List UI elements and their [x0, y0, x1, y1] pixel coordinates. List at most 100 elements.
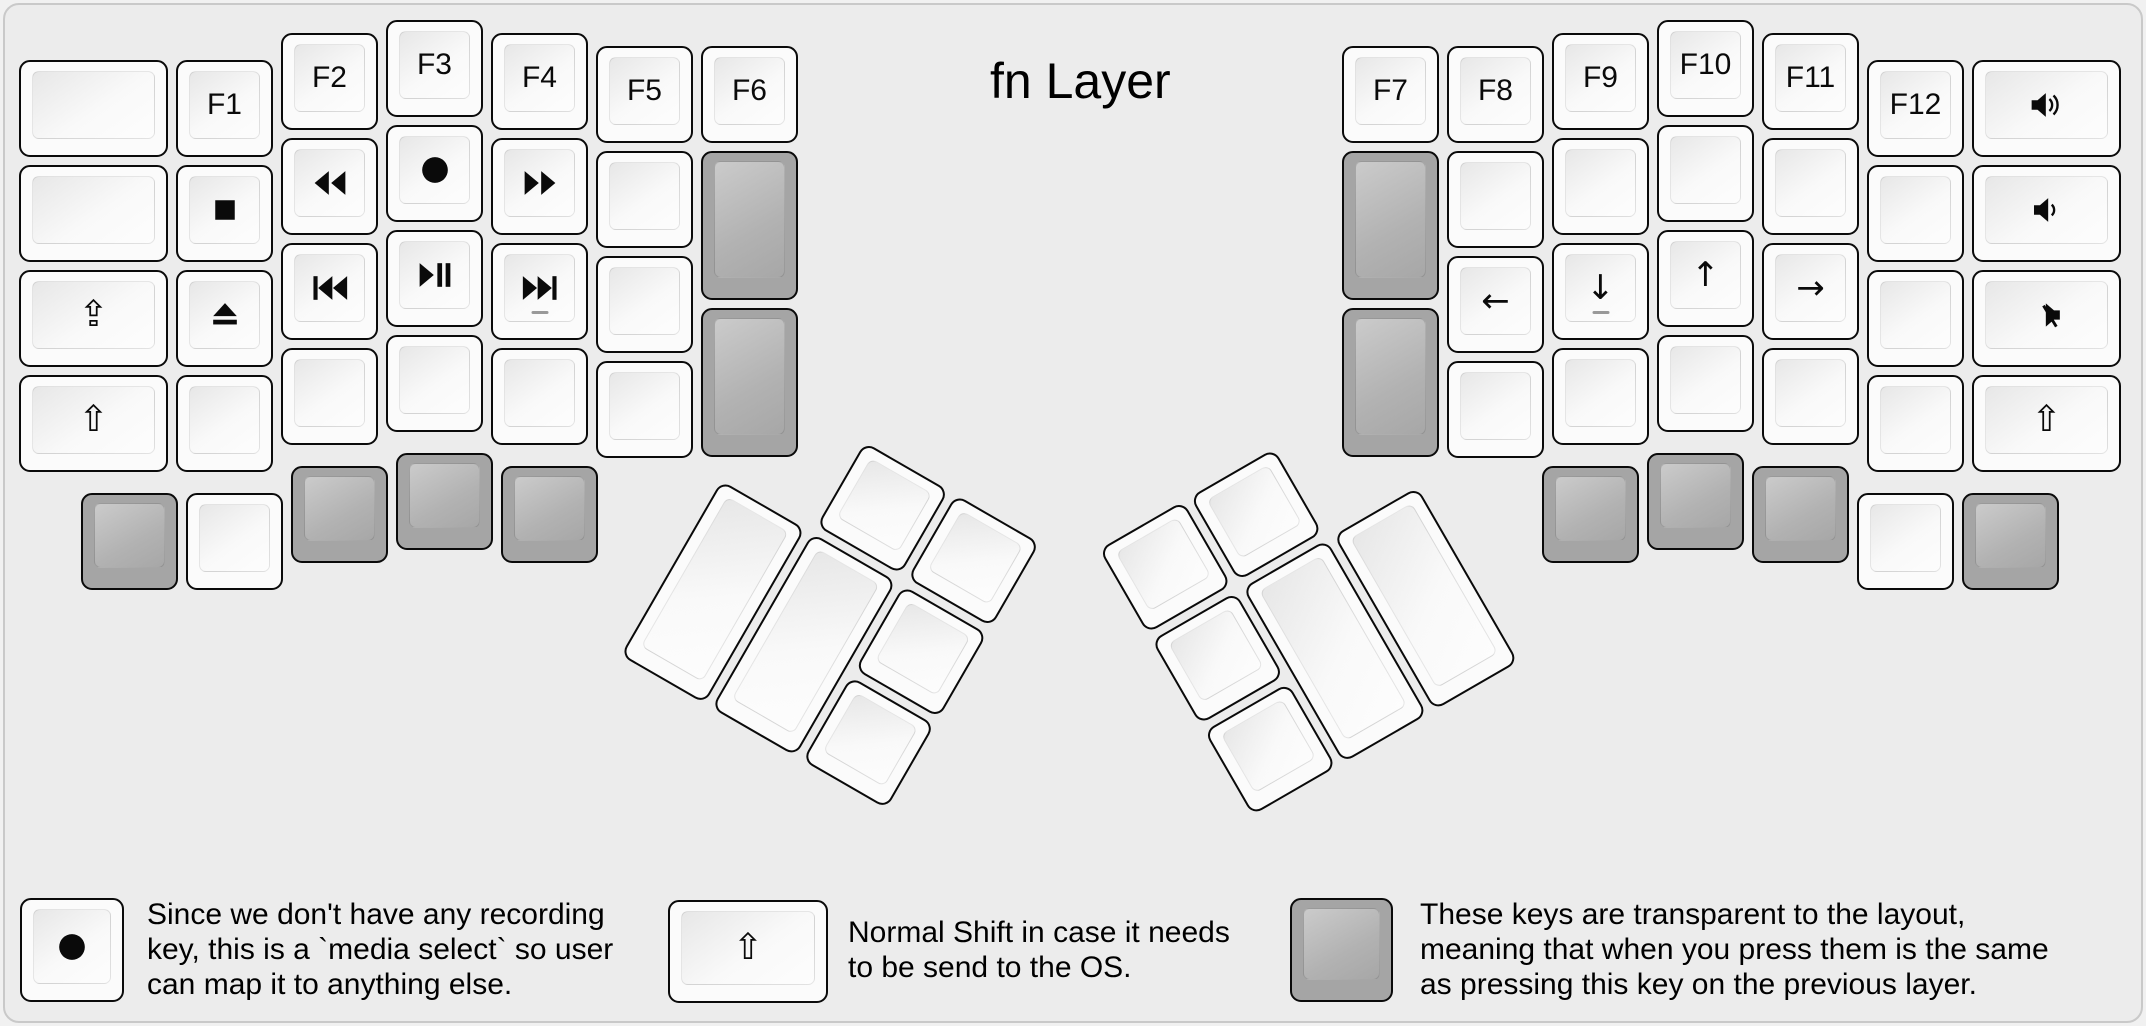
key-arrow-left[interactable]: ←	[1447, 256, 1544, 353]
prev-track-icon	[312, 276, 347, 300]
key-label: F12	[1889, 88, 1942, 121]
key-f6[interactable]: F6	[701, 46, 798, 143]
key-blank[interactable]	[1657, 125, 1754, 222]
key-blank[interactable]	[596, 361, 693, 458]
key-arrow-up[interactable]: ↑	[1657, 230, 1754, 327]
legend-line: key, this is a `media select` so user	[147, 933, 614, 966]
keycap-surface	[1565, 359, 1636, 427]
legend-transparent-key[interactable]	[1290, 898, 1393, 1002]
key-blank[interactable]	[596, 151, 693, 248]
key-record[interactable]	[386, 125, 483, 222]
keycap-surface: F12	[1880, 71, 1951, 139]
layer-title: fn Layer	[990, 53, 1171, 109]
key-f12[interactable]: F12	[1867, 60, 1964, 157]
key-transparent[interactable]	[1342, 308, 1439, 457]
key-f5[interactable]: F5	[596, 46, 693, 143]
key-f4[interactable]: F4	[491, 33, 588, 130]
key-blank[interactable]	[596, 256, 693, 353]
keycap-surface	[1765, 476, 1836, 541]
keycap-surface	[1355, 161, 1426, 278]
key-blank[interactable]	[1857, 493, 1954, 590]
keycap-surface: ⇧	[32, 386, 155, 454]
key-mute[interactable]	[1972, 270, 2121, 367]
key-blank[interactable]	[176, 375, 273, 472]
key-blank[interactable]	[186, 493, 283, 590]
keycap-surface: F4	[504, 44, 575, 112]
key-transparent[interactable]	[1752, 466, 1849, 563]
keycap-surface	[1880, 386, 1951, 454]
key-next-track[interactable]	[491, 243, 588, 340]
key-rewind[interactable]	[281, 138, 378, 235]
key-label: F11	[1785, 61, 1836, 94]
key-transparent[interactable]	[701, 151, 798, 300]
keycap-surface	[504, 359, 575, 427]
arrow-right-icon: →	[1796, 268, 1825, 308]
key-f2[interactable]: F2	[281, 33, 378, 130]
key-arrow-right[interactable]: →	[1762, 243, 1859, 340]
key-blank[interactable]	[491, 348, 588, 445]
legend-record-key[interactable]	[20, 898, 124, 1002]
key-transparent[interactable]	[396, 453, 493, 550]
key-f9[interactable]: F9	[1552, 33, 1649, 130]
key-blank[interactable]	[386, 335, 483, 432]
key-arrow-down[interactable]: ↓	[1552, 243, 1649, 340]
key-blank[interactable]	[1552, 138, 1649, 235]
keycap-surface	[294, 254, 365, 322]
keycap-surface	[609, 267, 680, 335]
key-fast-forward[interactable]	[491, 138, 588, 235]
keycap-surface	[94, 503, 165, 568]
key-stop[interactable]	[176, 165, 273, 262]
key-transparent[interactable]	[291, 466, 388, 563]
keycap-surface	[1660, 463, 1731, 528]
key-blank[interactable]	[19, 165, 168, 262]
key-transparent[interactable]	[501, 466, 598, 563]
volume-down-icon	[2033, 198, 2055, 222]
key-transparent[interactable]	[1542, 466, 1639, 563]
play-pause-icon	[419, 263, 450, 287]
shift-icon: ⇧	[78, 399, 109, 440]
key-transparent[interactable]	[1962, 493, 2059, 590]
key-transparent[interactable]	[701, 308, 798, 457]
key-blank[interactable]	[1552, 348, 1649, 445]
keycap-surface	[304, 476, 375, 541]
key-blank[interactable]	[1867, 375, 1964, 472]
key-blank[interactable]	[1447, 151, 1544, 248]
key-f11[interactable]: F11	[1762, 33, 1859, 130]
key-prev-track[interactable]	[281, 243, 378, 340]
key-f3[interactable]: F3	[386, 20, 483, 117]
legend-line: meaning that when you press them is the …	[1420, 933, 2049, 966]
key-f1[interactable]: F1	[176, 60, 273, 157]
key-blank[interactable]	[281, 348, 378, 445]
eject-icon	[212, 303, 237, 325]
key-transparent[interactable]	[1342, 151, 1439, 300]
key-blank[interactable]	[1762, 348, 1859, 445]
key-play-pause[interactable]	[386, 230, 483, 327]
legend-line: Since we don't have any recording	[147, 898, 605, 931]
key-volume-up[interactable]	[1972, 60, 2121, 157]
key-transparent[interactable]	[81, 493, 178, 590]
key-shift-right[interactable]: ⇧	[1972, 375, 2121, 472]
key-blank[interactable]	[1867, 270, 1964, 367]
keycap-surface	[504, 254, 575, 322]
legend-shift-key[interactable]: ⇧	[668, 900, 828, 1003]
key-f7[interactable]: F7	[1342, 46, 1439, 143]
key-blank[interactable]	[1657, 335, 1754, 432]
key-caps-lock[interactable]: ⇪	[19, 270, 168, 367]
key-eject[interactable]	[176, 270, 273, 367]
legend-line: can map it to anything else.	[147, 968, 513, 1001]
keycap-surface	[1985, 281, 2108, 349]
key-blank[interactable]	[1762, 138, 1859, 235]
key-transparent[interactable]	[1647, 453, 1744, 550]
key-blank[interactable]	[19, 60, 168, 157]
key-shift-left[interactable]: ⇧	[19, 375, 168, 472]
key-f10[interactable]: F10	[1657, 20, 1754, 117]
keycap-surface	[1220, 698, 1317, 794]
key-blank[interactable]	[1867, 165, 1964, 262]
keycap-surface	[1565, 149, 1636, 217]
key-blank[interactable]	[1447, 361, 1544, 458]
key-label: F5	[626, 74, 662, 107]
key-f8[interactable]: F8	[1447, 46, 1544, 143]
key-volume-down[interactable]	[1972, 165, 2121, 262]
keycap-surface: F10	[1670, 31, 1741, 99]
